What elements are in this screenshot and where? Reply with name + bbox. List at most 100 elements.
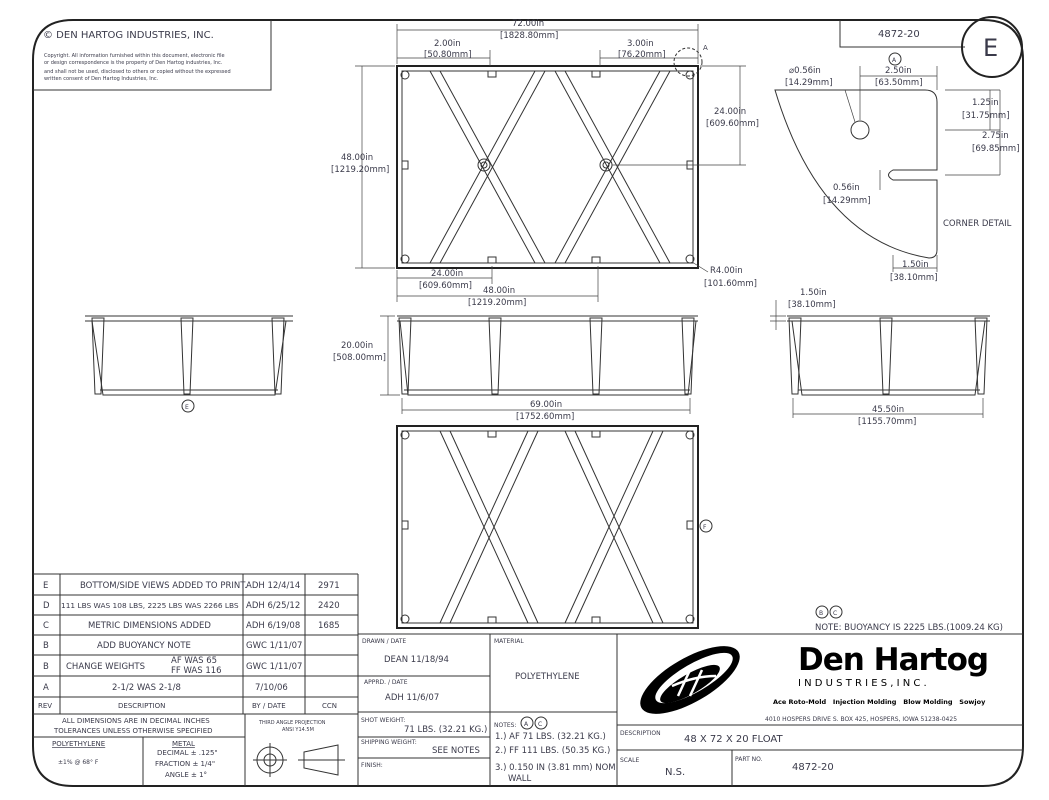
tolerance-text: ALL DIMENSIONS ARE IN DECIMAL INCHES bbox=[62, 717, 210, 725]
label-text: ADD BUOYANCY NOTE bbox=[97, 641, 191, 651]
dim-text: [50.80mm] bbox=[424, 50, 472, 60]
projection-label: THIRD ANGLE PROJECTION bbox=[258, 720, 326, 726]
dim-text: [38.10mm] bbox=[788, 300, 836, 310]
dim-text: [1752.60mm] bbox=[516, 412, 574, 422]
label-text: CCN bbox=[322, 702, 337, 710]
dim-text: [609.60mm] bbox=[419, 281, 472, 291]
label-text: A bbox=[43, 683, 49, 693]
dim-text: 24.00in bbox=[431, 269, 463, 279]
scale-label: SCALE bbox=[620, 757, 639, 764]
label-text: B bbox=[43, 662, 49, 672]
dim-text: 1.50in bbox=[800, 288, 827, 298]
dim-text: 2.50in bbox=[885, 66, 912, 76]
header-part-number: 4872-20 bbox=[878, 29, 920, 40]
label-text: E bbox=[43, 581, 48, 591]
dim-text: 69.00in bbox=[530, 400, 562, 410]
revision-row: D 111 LBS WAS 108 LBS, 2225 LBS WAS 2266… bbox=[43, 601, 340, 611]
notes-label: NOTES: bbox=[494, 722, 517, 729]
drawn-value: DEAN 11/18/94 bbox=[384, 655, 449, 665]
shipping-weight-value: SEE NOTES bbox=[432, 746, 480, 756]
tolerance-poly-value: ±1% @ 68° F bbox=[58, 759, 99, 766]
header-block: 4872-20 E bbox=[839, 16, 1023, 78]
den-hartog-logo-icon bbox=[640, 646, 740, 714]
callout-a: A bbox=[892, 57, 897, 64]
label-text: DESCRIPTION bbox=[118, 702, 165, 710]
dim-text: 72.00in bbox=[512, 19, 544, 29]
copyright-line: written consent of Den Hartog Industries… bbox=[44, 76, 159, 82]
label-text: BOTTOM/SIDE VIEWS ADDED TO PRINT. bbox=[80, 581, 247, 591]
tolerance-text: TOLERANCES UNLESS OTHERWISE SPECIFIED bbox=[53, 727, 213, 735]
callout-a: A bbox=[703, 44, 708, 52]
dim-text: 0.56in bbox=[833, 183, 860, 193]
scale-value: N.S. bbox=[665, 767, 685, 778]
callout-c: C bbox=[538, 721, 542, 728]
dim-text: [14.29mm] bbox=[785, 78, 833, 88]
label-text: GWC 1/11/07 bbox=[246, 641, 302, 651]
revision-row: B CHANGE WEIGHTS AF WAS 65 FF WAS 116 GW… bbox=[43, 656, 302, 676]
dim-text: 1.50in bbox=[902, 260, 929, 270]
revision-letter: E bbox=[983, 34, 998, 62]
revision-header-row: REV DESCRIPTION BY / DATE CCN bbox=[38, 702, 337, 710]
bottom-view bbox=[396, 425, 699, 629]
part-number-label: PART NO. bbox=[735, 756, 763, 763]
label-text: ADH 12/4/14 bbox=[246, 581, 300, 591]
projection-standard: ANSI Y14.5M bbox=[282, 727, 314, 733]
dim-text: [609.60mm] bbox=[706, 119, 759, 129]
dim-text: 2.00in bbox=[434, 39, 461, 49]
approved-label: APPRD. / DATE bbox=[364, 679, 408, 686]
label-text: 2971 bbox=[318, 581, 340, 591]
dim-text: 24.00in bbox=[714, 107, 746, 117]
label-text: CHANGE WEIGHTS bbox=[66, 662, 145, 672]
dim-text: 48.00in bbox=[483, 286, 515, 296]
tolerance-block: ALL DIMENSIONS ARE IN DECIMAL INCHES TOL… bbox=[33, 714, 345, 786]
label-text: D bbox=[43, 601, 50, 611]
label-text: B bbox=[43, 641, 49, 651]
label-text: C bbox=[43, 621, 49, 631]
top-view: A bbox=[396, 44, 708, 269]
buoyancy-note-text: NOTE: BUOYANCY IS 2225 LBS.(1009.24 KG) bbox=[815, 623, 1003, 633]
description-value: 48 X 72 X 20 FLOAT bbox=[684, 734, 783, 745]
label-text: REV bbox=[38, 702, 52, 710]
dim-text: 45.50in bbox=[872, 405, 904, 415]
note-line: WALL bbox=[508, 774, 531, 784]
dim-text: [508.00mm] bbox=[333, 353, 386, 363]
label-text: ADH 6/19/08 bbox=[246, 621, 300, 631]
callout-b: B bbox=[819, 610, 823, 617]
dim-text: [1155.70mm] bbox=[858, 417, 916, 427]
company-divisions: Ace Roto-Mold Injection Molding Blow Mol… bbox=[773, 698, 986, 706]
title-block: DRAWN / DATE DEAN 11/18/94 APPRD. / DATE… bbox=[358, 633, 1023, 786]
side-view-right bbox=[787, 315, 990, 396]
top-view-dimensions: 72.00in [1828.80mm] 2.00in [50.80mm] 3.0… bbox=[331, 19, 759, 308]
shot-weight-value: 71 LBS. (32.21 KG.) bbox=[404, 725, 487, 735]
label-text: METRIC DIMENSIONS ADDED bbox=[88, 621, 211, 631]
tolerance-metal-line: FRACTION ± 1/4" bbox=[155, 760, 215, 768]
note-line: 2.) FF 111 LBS. (50.35 KG.) bbox=[495, 746, 610, 756]
dim-text: 1.25in bbox=[972, 98, 999, 108]
callout-c: C bbox=[833, 610, 837, 617]
copyright-line: and shall not be used, disclosed to othe… bbox=[44, 69, 231, 75]
description-label: DESCRIPTION bbox=[620, 730, 661, 737]
shot-weight-label: SHOT WEIGHT: bbox=[361, 717, 405, 724]
sheet-border bbox=[32, 19, 1024, 787]
dim-text: [1219.20mm] bbox=[468, 298, 526, 308]
corner-detail: A ⌀0.56in [14.29mm] 2.50in [63.50mm] 1.2… bbox=[774, 52, 1020, 283]
callout-a: A bbox=[524, 721, 529, 728]
dim-text: [69.85mm] bbox=[972, 144, 1020, 154]
tolerance-metal-label: METAL bbox=[172, 740, 195, 748]
side-view-front bbox=[397, 315, 698, 396]
company-logo: Den Hartog I N D U S T R I E S , I N C .… bbox=[640, 642, 989, 723]
label-text: AF WAS 65 bbox=[171, 656, 217, 666]
tolerance-poly-label: POLYETHYLENE bbox=[52, 740, 105, 748]
approved-value: ADH 11/6/07 bbox=[385, 693, 439, 703]
company-subtitle: I N D U S T R I E S , I N C . bbox=[798, 678, 927, 689]
dim-text: 3.00in bbox=[627, 39, 654, 49]
revision-row: E BOTTOM/SIDE VIEWS ADDED TO PRINT. ADH … bbox=[43, 581, 340, 591]
company-name: Den Hartog bbox=[798, 642, 988, 678]
corner-detail-title: CORNER DETAIL bbox=[943, 219, 1012, 229]
callout-f: F bbox=[703, 524, 707, 531]
dim-text: [1219.20mm] bbox=[331, 165, 389, 175]
material-label: MATERIAL bbox=[494, 638, 524, 645]
finish-label: FINISH: bbox=[361, 762, 383, 769]
tolerance-metal-line: DECIMAL ± .125" bbox=[157, 749, 218, 757]
callout-e: E bbox=[185, 404, 189, 411]
